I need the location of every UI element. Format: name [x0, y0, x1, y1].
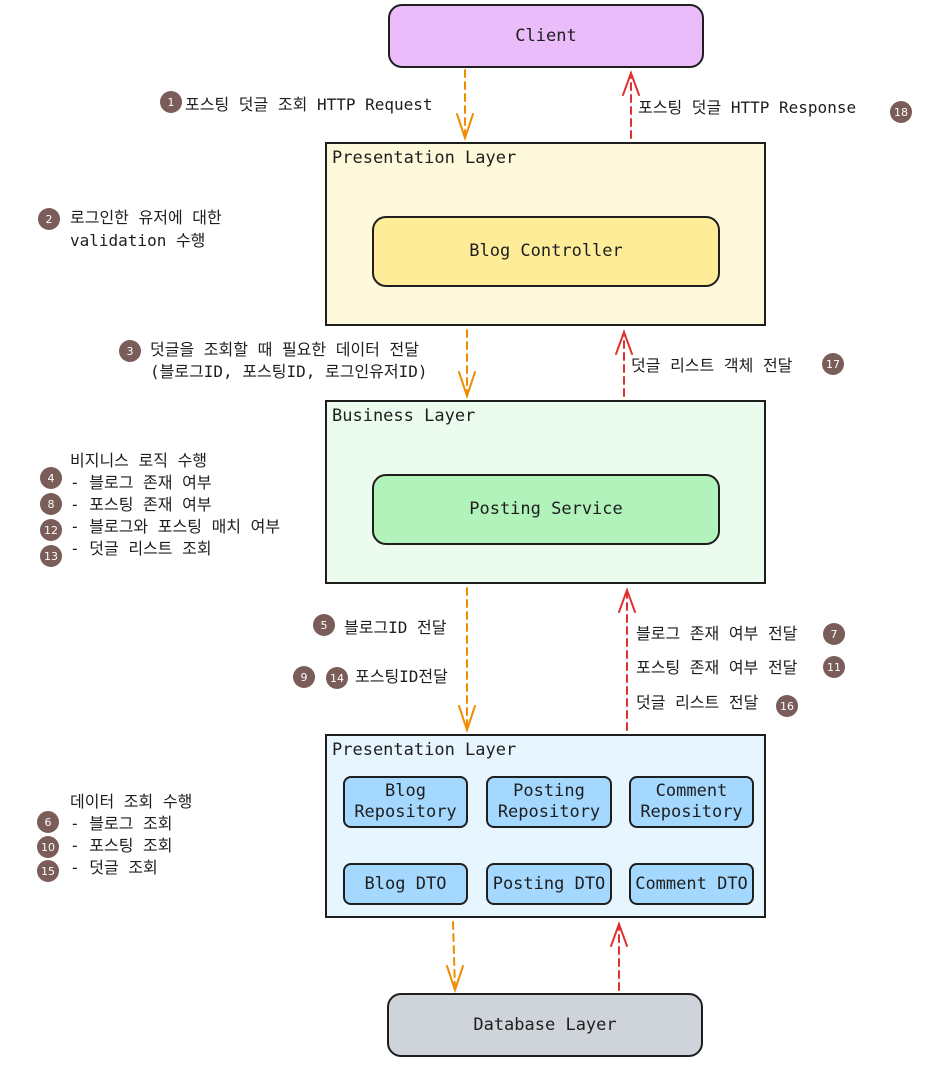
business-logic-item-2: - 포스팅 존재 여부 — [70, 495, 212, 514]
posting-dto-label: Posting DTO — [492, 873, 606, 894]
step-badge-18: 18 — [890, 101, 912, 123]
database-label: Database Layer — [473, 1014, 617, 1035]
posting-exists-pass-label: 포스팅 존재 여부 전달 — [636, 658, 798, 677]
blog-repository-box: Blog Repository — [343, 776, 468, 828]
data-query-item-3: - 덧글 조회 — [70, 858, 158, 877]
response-label: 포스팅 덧글 HTTP Response — [638, 98, 857, 117]
blog-controller-box: Blog Controller — [372, 216, 720, 287]
step-badge-8: 8 — [40, 493, 62, 515]
step-badge-2: 2 — [38, 208, 60, 230]
step-badge-17: 17 — [822, 353, 844, 375]
blog-exists-pass-label: 블로그 존재 여부 전달 — [636, 624, 798, 643]
business-logic-title: 비지니스 로직 수행 — [70, 451, 208, 470]
blog-repository-line1: Blog — [385, 781, 426, 801]
blog-dto-box: Blog DTO — [343, 863, 468, 905]
step-badge-1: 1 — [160, 91, 182, 113]
arrow-comment-list — [615, 329, 633, 397]
step-badge-16: 16 — [776, 695, 798, 717]
step-badge-14: 14 — [326, 667, 348, 689]
client-box: Client — [388, 4, 704, 68]
data-query-item-1: - 블로그 조회 — [70, 814, 173, 833]
pass-data-line1: 덧글을 조회할 때 필요한 데이터 전달 — [150, 340, 419, 359]
data-query-item-2: - 포스팅 조회 — [70, 836, 173, 855]
posting-service-box: Posting Service — [372, 474, 720, 545]
arrow-db-query — [446, 921, 464, 994]
step-badge-5: 5 — [313, 614, 335, 636]
arrow-results — [618, 587, 636, 731]
step-badge-10: 10 — [37, 836, 59, 858]
comment-repository-box: Comment Repository — [629, 776, 754, 828]
validation-line2: validation 수행 — [70, 231, 206, 250]
presentation-layer-top-title: Presentation Layer — [332, 148, 517, 168]
posting-id-pass-label: 포스팅ID전달 — [355, 667, 448, 686]
step-badge-4: 4 — [40, 467, 62, 489]
business-logic-item-3: - 블로그와 포스팅 매치 여부 — [70, 517, 281, 536]
pass-data-line2: (블로그ID, 포스팅ID, 로그인유저ID) — [150, 362, 428, 381]
comment-repository-line2: Repository — [640, 802, 743, 822]
blog-id-pass-label: 블로그ID 전달 — [344, 618, 447, 637]
step-badge-11: 11 — [823, 656, 845, 678]
arrow-id-pass — [458, 587, 476, 734]
client-label: Client — [515, 25, 577, 46]
arrow-pass-data — [458, 329, 476, 400]
business-logic-item-1: - 블로그 존재 여부 — [70, 473, 212, 492]
step-badge-15: 15 — [37, 860, 59, 882]
request-label: 포스팅 덧글 조회 HTTP Request — [185, 95, 433, 114]
arrow-request — [456, 69, 474, 142]
step-badge-7: 7 — [823, 623, 845, 645]
posting-repository-line1: Posting — [513, 781, 585, 801]
step-badge-13: 13 — [40, 545, 62, 567]
blog-dto-label: Blog DTO — [364, 873, 447, 894]
database-box: Database Layer — [387, 993, 703, 1057]
arrow-response — [622, 70, 640, 139]
comment-dto-box: Comment DTO — [629, 863, 754, 905]
business-layer-title: Business Layer — [332, 406, 476, 426]
posting-repository-box: Posting Repository — [486, 776, 612, 828]
posting-service-label: Posting Service — [469, 499, 623, 519]
comment-dto-label: Comment DTO — [635, 873, 748, 894]
blog-repository-line2: Repository — [354, 802, 457, 822]
data-query-title: 데이터 조회 수행 — [70, 792, 193, 811]
step-badge-3: 3 — [119, 340, 141, 362]
comment-list-pass2-label: 덧글 리스트 전달 — [636, 693, 759, 712]
comment-repository-line1: Comment — [655, 781, 728, 801]
arrow-db-result — [610, 921, 628, 991]
validation-line1: 로그인한 유저에 대한 — [70, 208, 222, 227]
posting-repository-line2: Repository — [497, 802, 601, 822]
comment-list-pass-label: 덧글 리스트 객체 전달 — [631, 356, 793, 375]
business-logic-item-4: - 덧글 리스트 조회 — [70, 539, 212, 558]
presentation-layer-bottom-title: Presentation Layer — [332, 740, 517, 760]
posting-dto-box: Posting DTO — [486, 863, 612, 905]
step-badge-12: 12 — [40, 519, 62, 541]
step-badge-6: 6 — [37, 811, 59, 833]
blog-controller-label: Blog Controller — [469, 241, 623, 261]
step-badge-9: 9 — [293, 666, 315, 688]
